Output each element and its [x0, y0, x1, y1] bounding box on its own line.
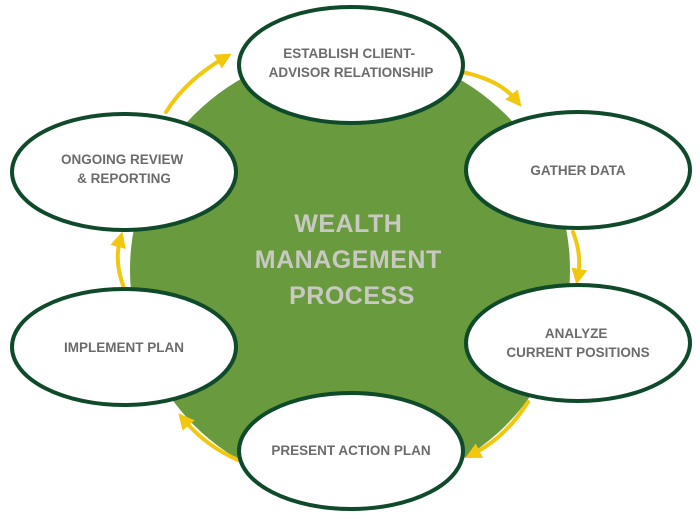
center-title-line-1: WEALTH [294, 210, 402, 238]
step-label-line-1: ONGOING REVIEW [61, 152, 184, 167]
step-label-line-1: ESTABLISH CLIENT- [283, 46, 415, 61]
step-ellipse [10, 287, 238, 407]
step-gather-data: GATHER DATA [464, 110, 692, 230]
step-label-line-2: CURRENT POSITIONS [506, 345, 649, 360]
step-analyze-current-positions: ANALYZE CURRENT POSITIONS [464, 283, 692, 403]
step-label: PRESENT ACTION PLAN [271, 443, 430, 458]
step-present-action-plan: PRESENT ACTION PLAN [237, 391, 465, 511]
arrow-implement-to-review [110, 231, 126, 290]
arrow-analyze-to-present [465, 400, 530, 459]
step-label-line-1: PRESENT ACTION PLAN [271, 443, 430, 458]
process-circle [130, 50, 570, 490]
step-label-line-1: ANALYZE [545, 326, 608, 341]
step-label: IMPLEMENT PLAN [64, 340, 184, 355]
step-ellipse [237, 5, 465, 125]
step-label-line-2: ADVISOR RELATIONSHIP [269, 65, 434, 80]
step-label-line-2: & REPORTING [77, 171, 171, 186]
arrow-gather-to-analyze [571, 230, 588, 285]
step-ongoing-review-reporting: ONGOING REVIEW & REPORTING [10, 112, 238, 232]
step-label-line-1: IMPLEMENT PLAN [64, 340, 184, 355]
arrow-review-to-establish [164, 53, 232, 114]
arrow-present-to-implement [178, 413, 240, 462]
arrow-establish-to-gather [460, 70, 522, 107]
step-label-line-1: GATHER DATA [530, 163, 625, 178]
step-implement-plan: IMPLEMENT PLAN [10, 287, 238, 407]
center-title: WEALTH MANAGEMENT PROCESS [255, 210, 449, 310]
step-label: GATHER DATA [530, 163, 625, 178]
step-label: ANALYZE CURRENT POSITIONS [506, 326, 649, 360]
step-ellipse [237, 391, 465, 511]
center-title-line-3: PROCESS [289, 282, 415, 310]
step-establish-client-advisor-relationship: ESTABLISH CLIENT- ADVISOR RELATIONSHIP [237, 5, 465, 125]
step-label: ESTABLISH CLIENT- ADVISOR RELATIONSHIP [269, 46, 434, 80]
step-ellipse [10, 112, 238, 232]
cycle-arrows [110, 53, 588, 462]
step-ellipse [464, 283, 692, 403]
step-ellipse [464, 110, 692, 230]
center-title-line-2: MANAGEMENT [255, 246, 442, 274]
step-label: ONGOING REVIEW & REPORTING [61, 152, 187, 186]
